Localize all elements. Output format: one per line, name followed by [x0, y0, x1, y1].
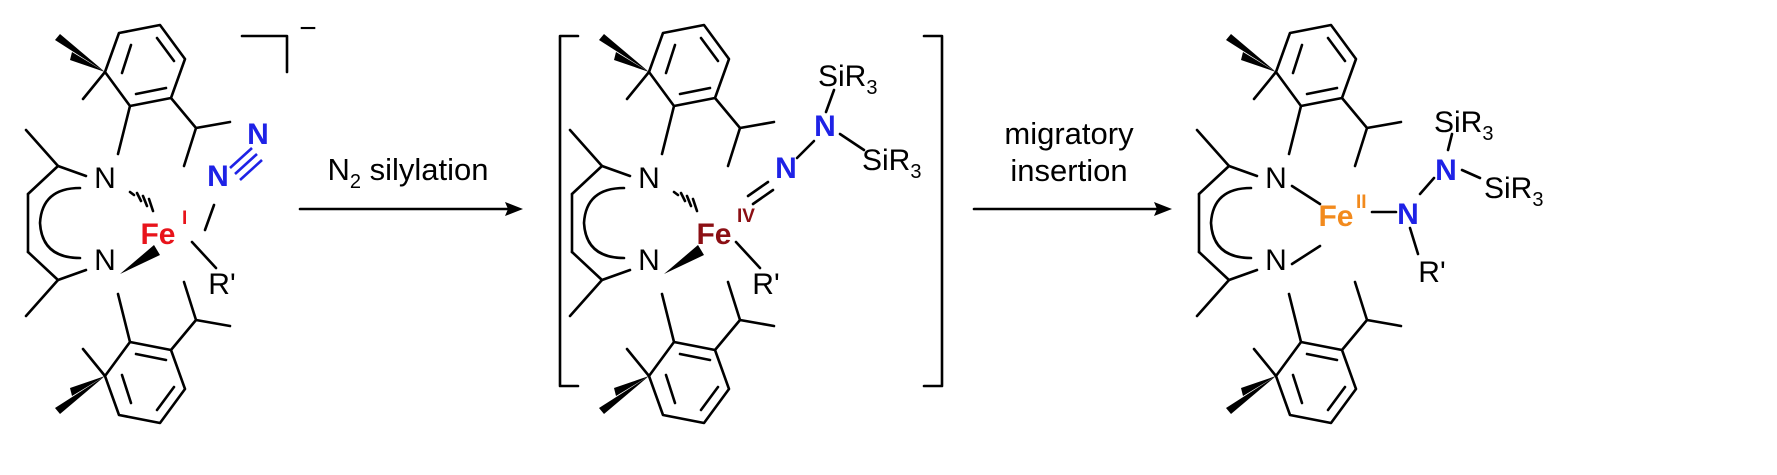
n-atom-top: N — [94, 162, 116, 195]
product-fe-ii-hydrazido: N N Fe II N N SiR3 SiR3 R' — [1195, 23, 1543, 425]
dinitrogen-n-distal: N — [247, 118, 269, 151]
r-prime-label: R' — [752, 268, 779, 301]
hydrazido-n-beta: N — [814, 110, 836, 143]
silyl-group-top: SiR3 — [818, 60, 877, 99]
fe-oxidation-state: I — [182, 208, 187, 229]
fe-oxidation-state: II — [1356, 192, 1367, 213]
silyl-group-right: SiR3 — [862, 144, 921, 183]
reactant-fe-i-dinitrogen-complex: N N Fe I N N R' − — [24, 12, 317, 425]
arrow-label-silylation: N2 silylation — [327, 152, 488, 193]
arrow-label-line1: migratory — [1004, 116, 1134, 151]
hydrazido-n-alpha: N — [775, 152, 797, 185]
arrow-label-line2: insertion — [1010, 153, 1127, 188]
hydrazido-n-alpha: N — [1397, 198, 1419, 231]
intermediate-fe-iv-hydrazido: N N Fe IV N N SiR3 SiR3 R' — [558, 23, 944, 425]
fe-oxidation-state: IV — [737, 206, 755, 227]
silyl-group-right: SiR3 — [1484, 172, 1543, 211]
anion-charge: − — [299, 12, 317, 45]
hydrazido-n-beta: N — [1435, 154, 1457, 187]
silyl-group-top: SiR3 — [1434, 106, 1493, 145]
n-atom-bottom: N — [638, 244, 660, 277]
r-prime-label: R' — [208, 268, 235, 301]
n-atom-bottom: N — [1265, 244, 1287, 277]
reaction-arrow-silylation: N2 silylation — [298, 152, 523, 216]
fe-atom: Fe — [1318, 200, 1353, 233]
dinitrogen-n-proximal: N — [207, 160, 229, 193]
r-prime-label: R' — [1418, 256, 1445, 289]
reaction-arrow-migratory-insertion: migratory insertion — [972, 116, 1172, 216]
fe-atom: Fe — [140, 218, 175, 251]
n-atom-top: N — [1265, 162, 1287, 195]
n-atom-top: N — [638, 162, 660, 195]
n-atom-bottom: N — [94, 244, 116, 277]
fe-atom: Fe — [696, 218, 731, 251]
